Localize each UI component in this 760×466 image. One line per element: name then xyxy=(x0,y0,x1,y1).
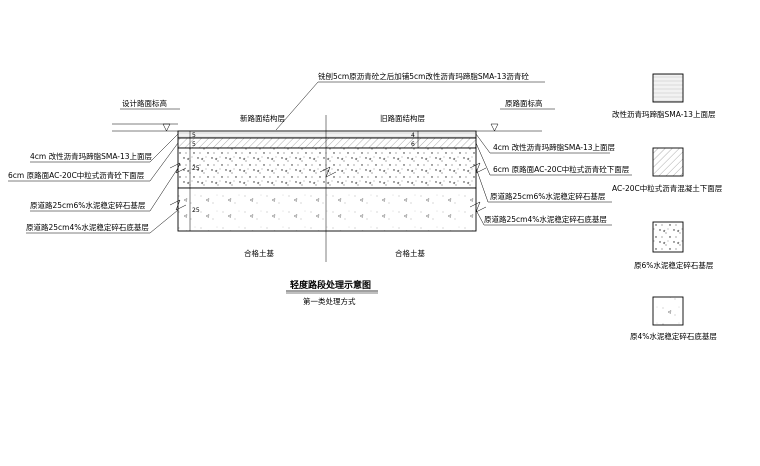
legend-swatch-ac20c xyxy=(652,147,684,177)
svg-text:4: 4 xyxy=(411,132,415,139)
right-label-subbase: 原道路25cm4%水泥稳定碎石底基层 xyxy=(484,214,607,224)
legend-swatch-base xyxy=(652,221,684,253)
subgrade-label-right: 合格土基 xyxy=(395,248,425,258)
legend-swatch-sma13 xyxy=(652,73,684,103)
right-label-sma13: 4cm 改性沥青玛蹄脂SMA-13上面层 xyxy=(493,142,616,152)
left-label-sma13: 4cm 改性沥青玛蹄脂SMA-13上面层 xyxy=(30,151,153,161)
diagram-subtitle: 第一类处理方式 xyxy=(303,296,356,306)
left-label-base: 原道路25cm6%水泥稳定碎石基层 xyxy=(30,200,146,210)
layer-subbase xyxy=(177,187,477,232)
left-label-ac20c: 6cm 原路面AC-20C中粒式沥青砼下面层 xyxy=(8,170,145,180)
break-mark-right-lower xyxy=(469,201,487,213)
legend-label-sma13: 改性沥青玛蹄脂SMA-13上面层 xyxy=(612,109,716,119)
left-thickness-marks: 5 5 25 25 xyxy=(189,131,200,231)
break-mark-center xyxy=(319,166,337,178)
legend: 改性沥青玛蹄脂SMA-13上面层 AC-20C中粒式沥青混凝土下面层 原6%水泥… xyxy=(612,73,723,341)
svg-text:25: 25 xyxy=(192,165,200,172)
svg-text:5: 5 xyxy=(192,132,196,139)
svg-text:6: 6 xyxy=(411,141,415,148)
layer-base xyxy=(177,147,477,189)
old-structure-label: 旧路面结构层 xyxy=(380,113,425,123)
break-mark-left-lower xyxy=(169,199,187,211)
break-mark-right-upper xyxy=(469,162,487,174)
legend-label-base: 原6%水泥稳定碎石基层 xyxy=(634,260,714,270)
right-thickness-marks: 4 6 xyxy=(411,131,419,148)
legend-label-ac20c: AC-20C中粒式沥青混凝土下面层 xyxy=(612,183,723,193)
orig-elevation-label: 原路面标高 xyxy=(505,98,543,108)
design-elevation-label: 设计路面标高 xyxy=(122,98,167,108)
new-structure-label: 新路面结构层 xyxy=(240,113,285,123)
svg-text:5: 5 xyxy=(192,141,196,148)
top-note: 铣刨5cm原沥青砼之后加铺5cm改性沥青玛蹄脂SMA-13沥青砼 xyxy=(318,71,529,81)
diagram-title: 轻度路段处理示意图 xyxy=(290,279,371,291)
layer-ac20c xyxy=(177,137,477,149)
right-label-base: 原道路25cm6%水泥稳定碎石基层 xyxy=(490,191,606,201)
design-elevation-triangle xyxy=(162,123,171,132)
left-label-subbase: 原道路25cm4%水泥稳定碎石底基层 xyxy=(26,222,149,232)
layer-sma13 xyxy=(177,130,477,139)
orig-elevation-triangle xyxy=(490,123,499,132)
subgrade-label-left: 合格土基 xyxy=(244,248,274,258)
legend-swatch-subbase xyxy=(652,296,684,326)
legend-label-subbase: 原4%水泥稳定碎石底基层 xyxy=(630,331,717,341)
svg-text:25: 25 xyxy=(192,207,200,214)
right-label-ac20c: 6cm 原路面AC-20C中粒式沥青砼下面层 xyxy=(493,164,630,174)
top-note-leader xyxy=(275,81,319,131)
